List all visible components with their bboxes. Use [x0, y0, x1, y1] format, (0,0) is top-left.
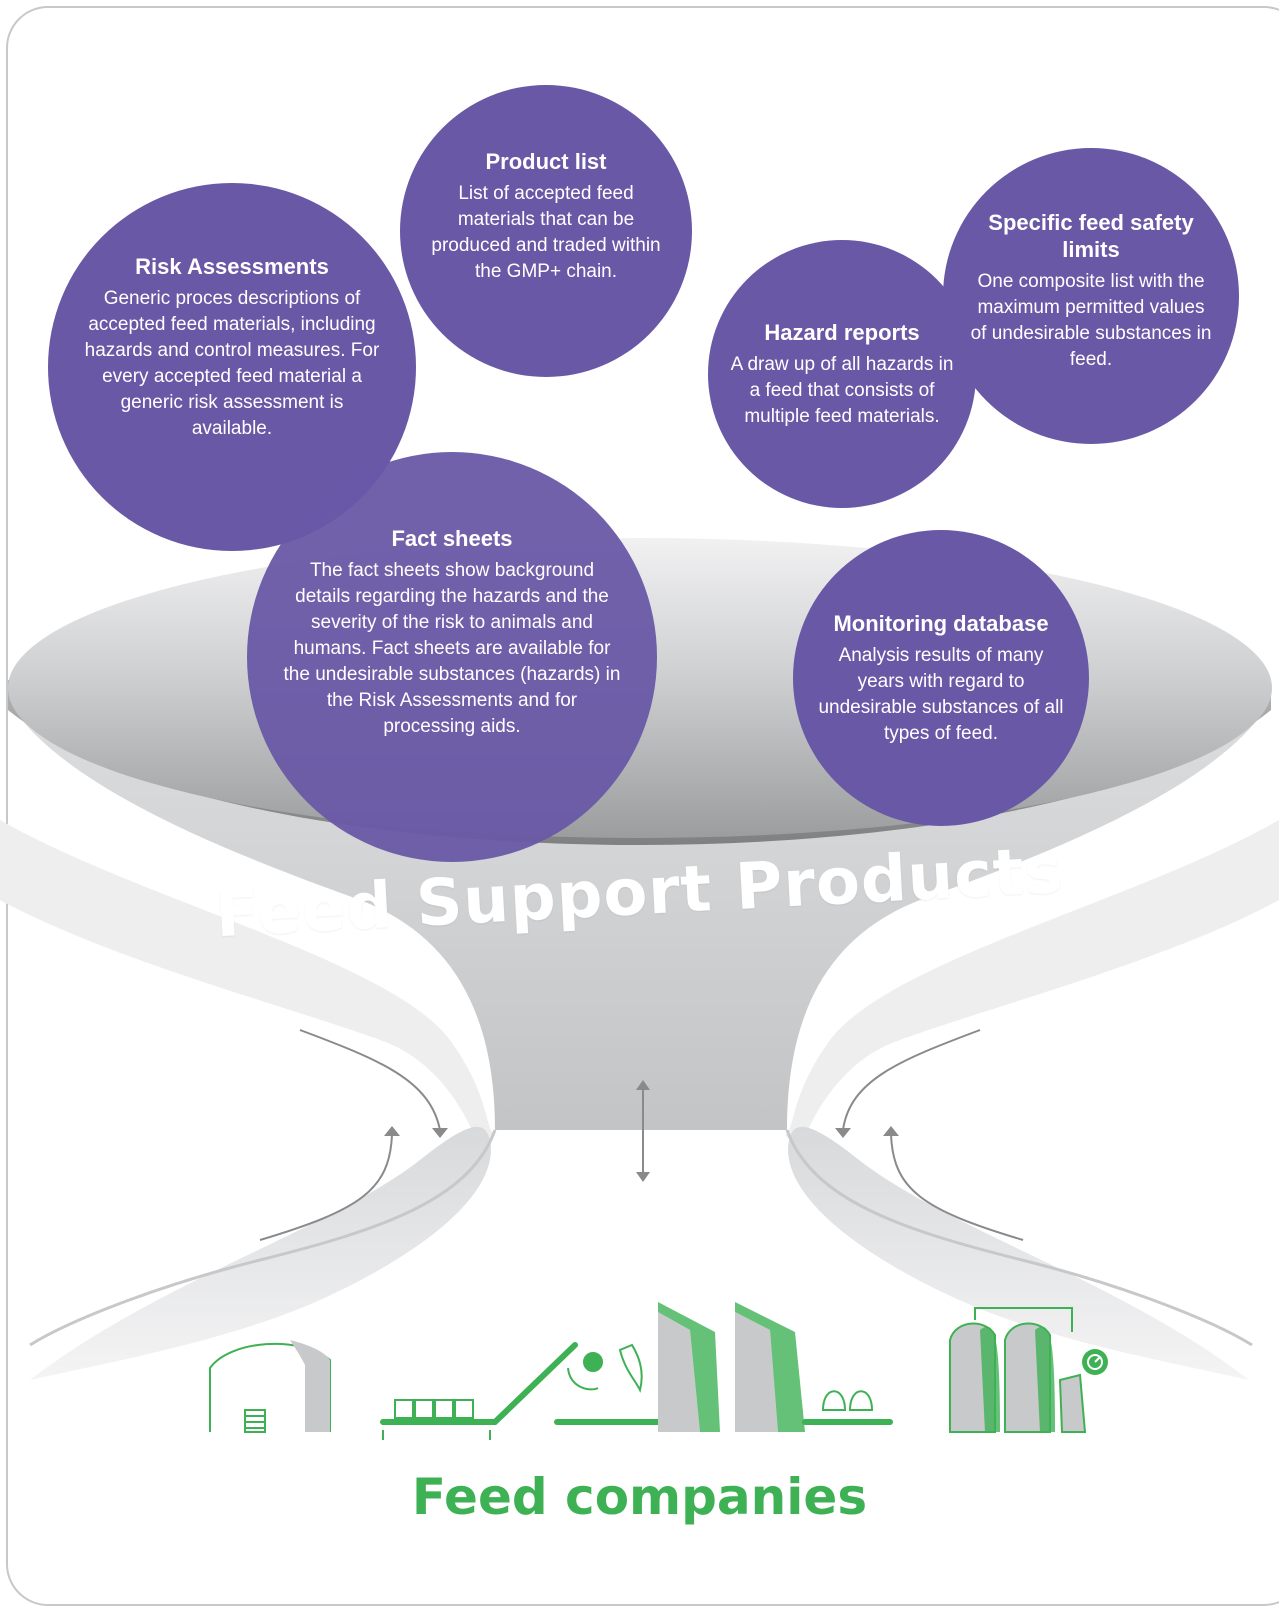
bubble-text: Generic proces descriptions of accepted … — [84, 287, 380, 439]
bubble-text: A draw up of all hazards in a feed that … — [730, 353, 954, 427]
left-up-arrow — [259, 1133, 393, 1241]
bubble-fact-sheets: Fact sheets The fact sheets show backgro… — [247, 452, 657, 862]
left-swoosh — [0, 820, 495, 1150]
bubble-specific-feed-safety-limits: Specific feed safety limits One composit… — [943, 148, 1239, 444]
bubble-monitoring-database: Monitoring database Analysis results of … — [793, 530, 1089, 826]
bubble-title: Monitoring database — [833, 610, 1049, 636]
left-down-arrow — [299, 1029, 441, 1131]
bubble-product-list: Product list List of accepted feed mater… — [400, 85, 692, 377]
bubble-title: Hazard reports — [764, 319, 920, 345]
right-up-arrow — [890, 1133, 1024, 1241]
lower-left-swoosh — [30, 1126, 491, 1380]
bubble-text: List of accepted feed materials that can… — [431, 182, 661, 282]
bubble-title: Fact sheets — [391, 525, 513, 551]
right-swoosh — [785, 820, 1279, 1150]
right-down-arrow — [842, 1029, 981, 1131]
bubble-title: Product list — [485, 148, 607, 174]
feed-companies-label: Feed companies — [411, 1468, 868, 1526]
silo-icon — [949, 1307, 1087, 1433]
bubble-text: Analysis results of many years with rega… — [818, 644, 1064, 744]
processing-icon — [554, 1302, 893, 1432]
silo-gauge-icon — [1082, 1349, 1108, 1375]
bubble-hazard-reports: Hazard reports A draw up of all hazards … — [708, 240, 976, 508]
lower-right-swoosh — [788, 1126, 1249, 1380]
bubble-text: The fact sheets show background details … — [283, 559, 621, 737]
bubble-text: One composite list with the maximum perm… — [970, 271, 1212, 370]
conveyor-icon — [380, 1342, 578, 1440]
warehouse-icon — [209, 1340, 331, 1433]
bubble-title: Specific feed safety limits — [988, 210, 1194, 262]
bubble-title: Risk Assessments — [135, 253, 329, 279]
